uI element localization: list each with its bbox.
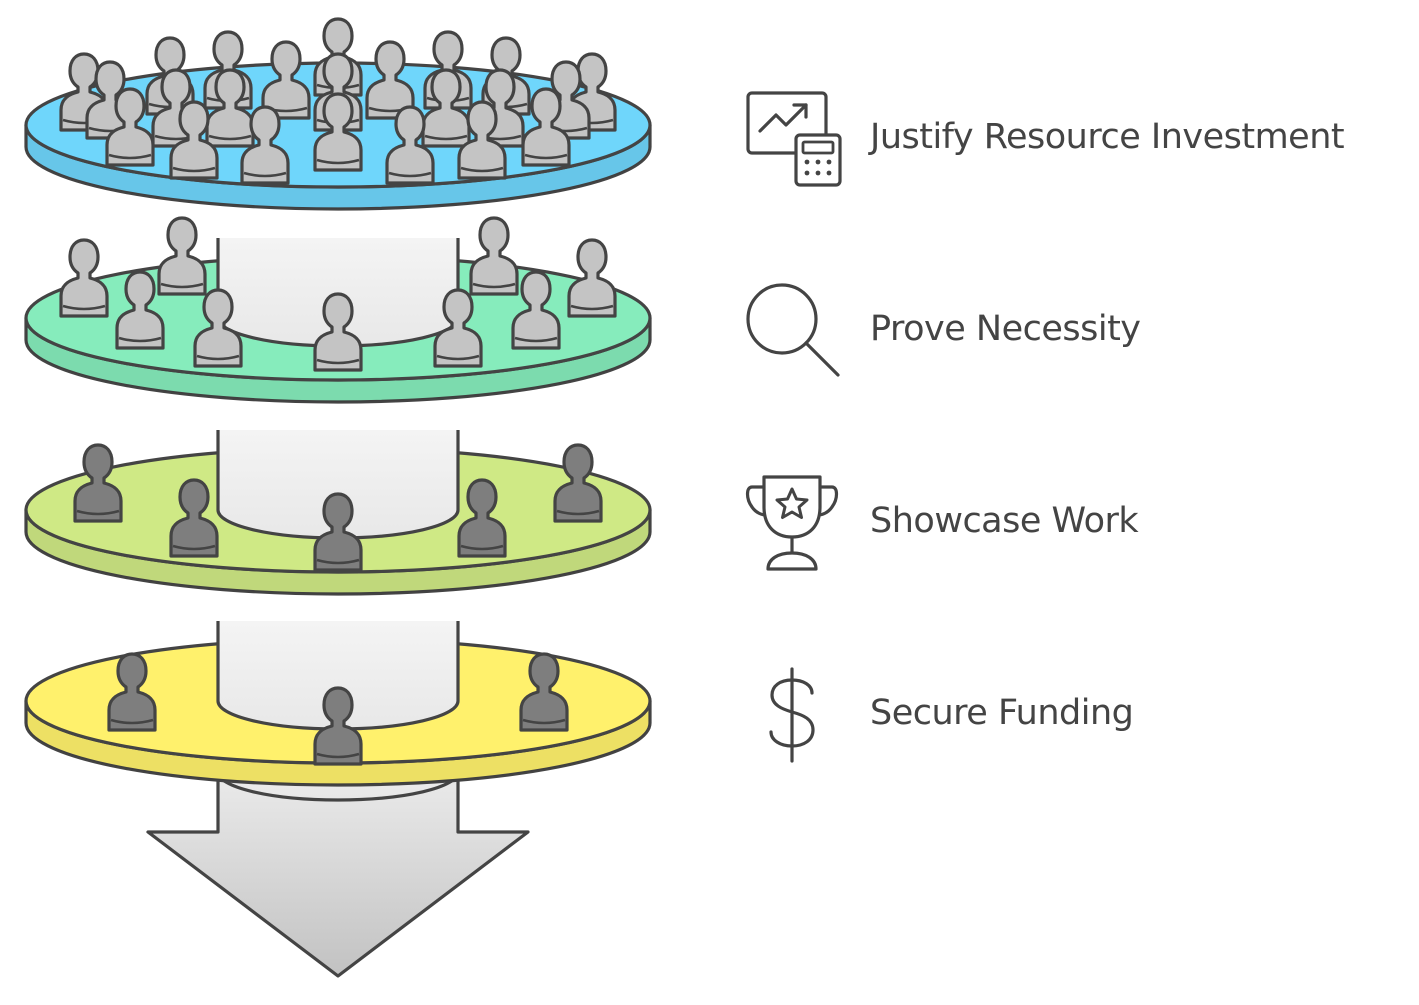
chart-calculator-icon (740, 85, 844, 189)
core-pass-through-4 (216, 621, 460, 731)
people-group-1 (59, 17, 617, 185)
stage-row-1: Justify Resource Investment (740, 82, 1410, 192)
stage-row-3: Showcase Work (740, 466, 1410, 576)
person-icon (469, 216, 519, 296)
trophy-icon (740, 469, 844, 573)
dollar-icon (740, 661, 844, 765)
stage-row-4: Secure Funding (740, 658, 1410, 768)
magnifier-icon (740, 277, 844, 381)
stage-label-justify: Justify Resource Investment (870, 117, 1345, 157)
stage-label-prove: Prove Necessity (870, 309, 1141, 349)
stage-label-secure: Secure Funding (870, 693, 1134, 733)
stage-row-2: Prove Necessity (740, 274, 1410, 384)
stage-label-showcase: Showcase Work (870, 501, 1139, 541)
person-icon (157, 216, 207, 296)
